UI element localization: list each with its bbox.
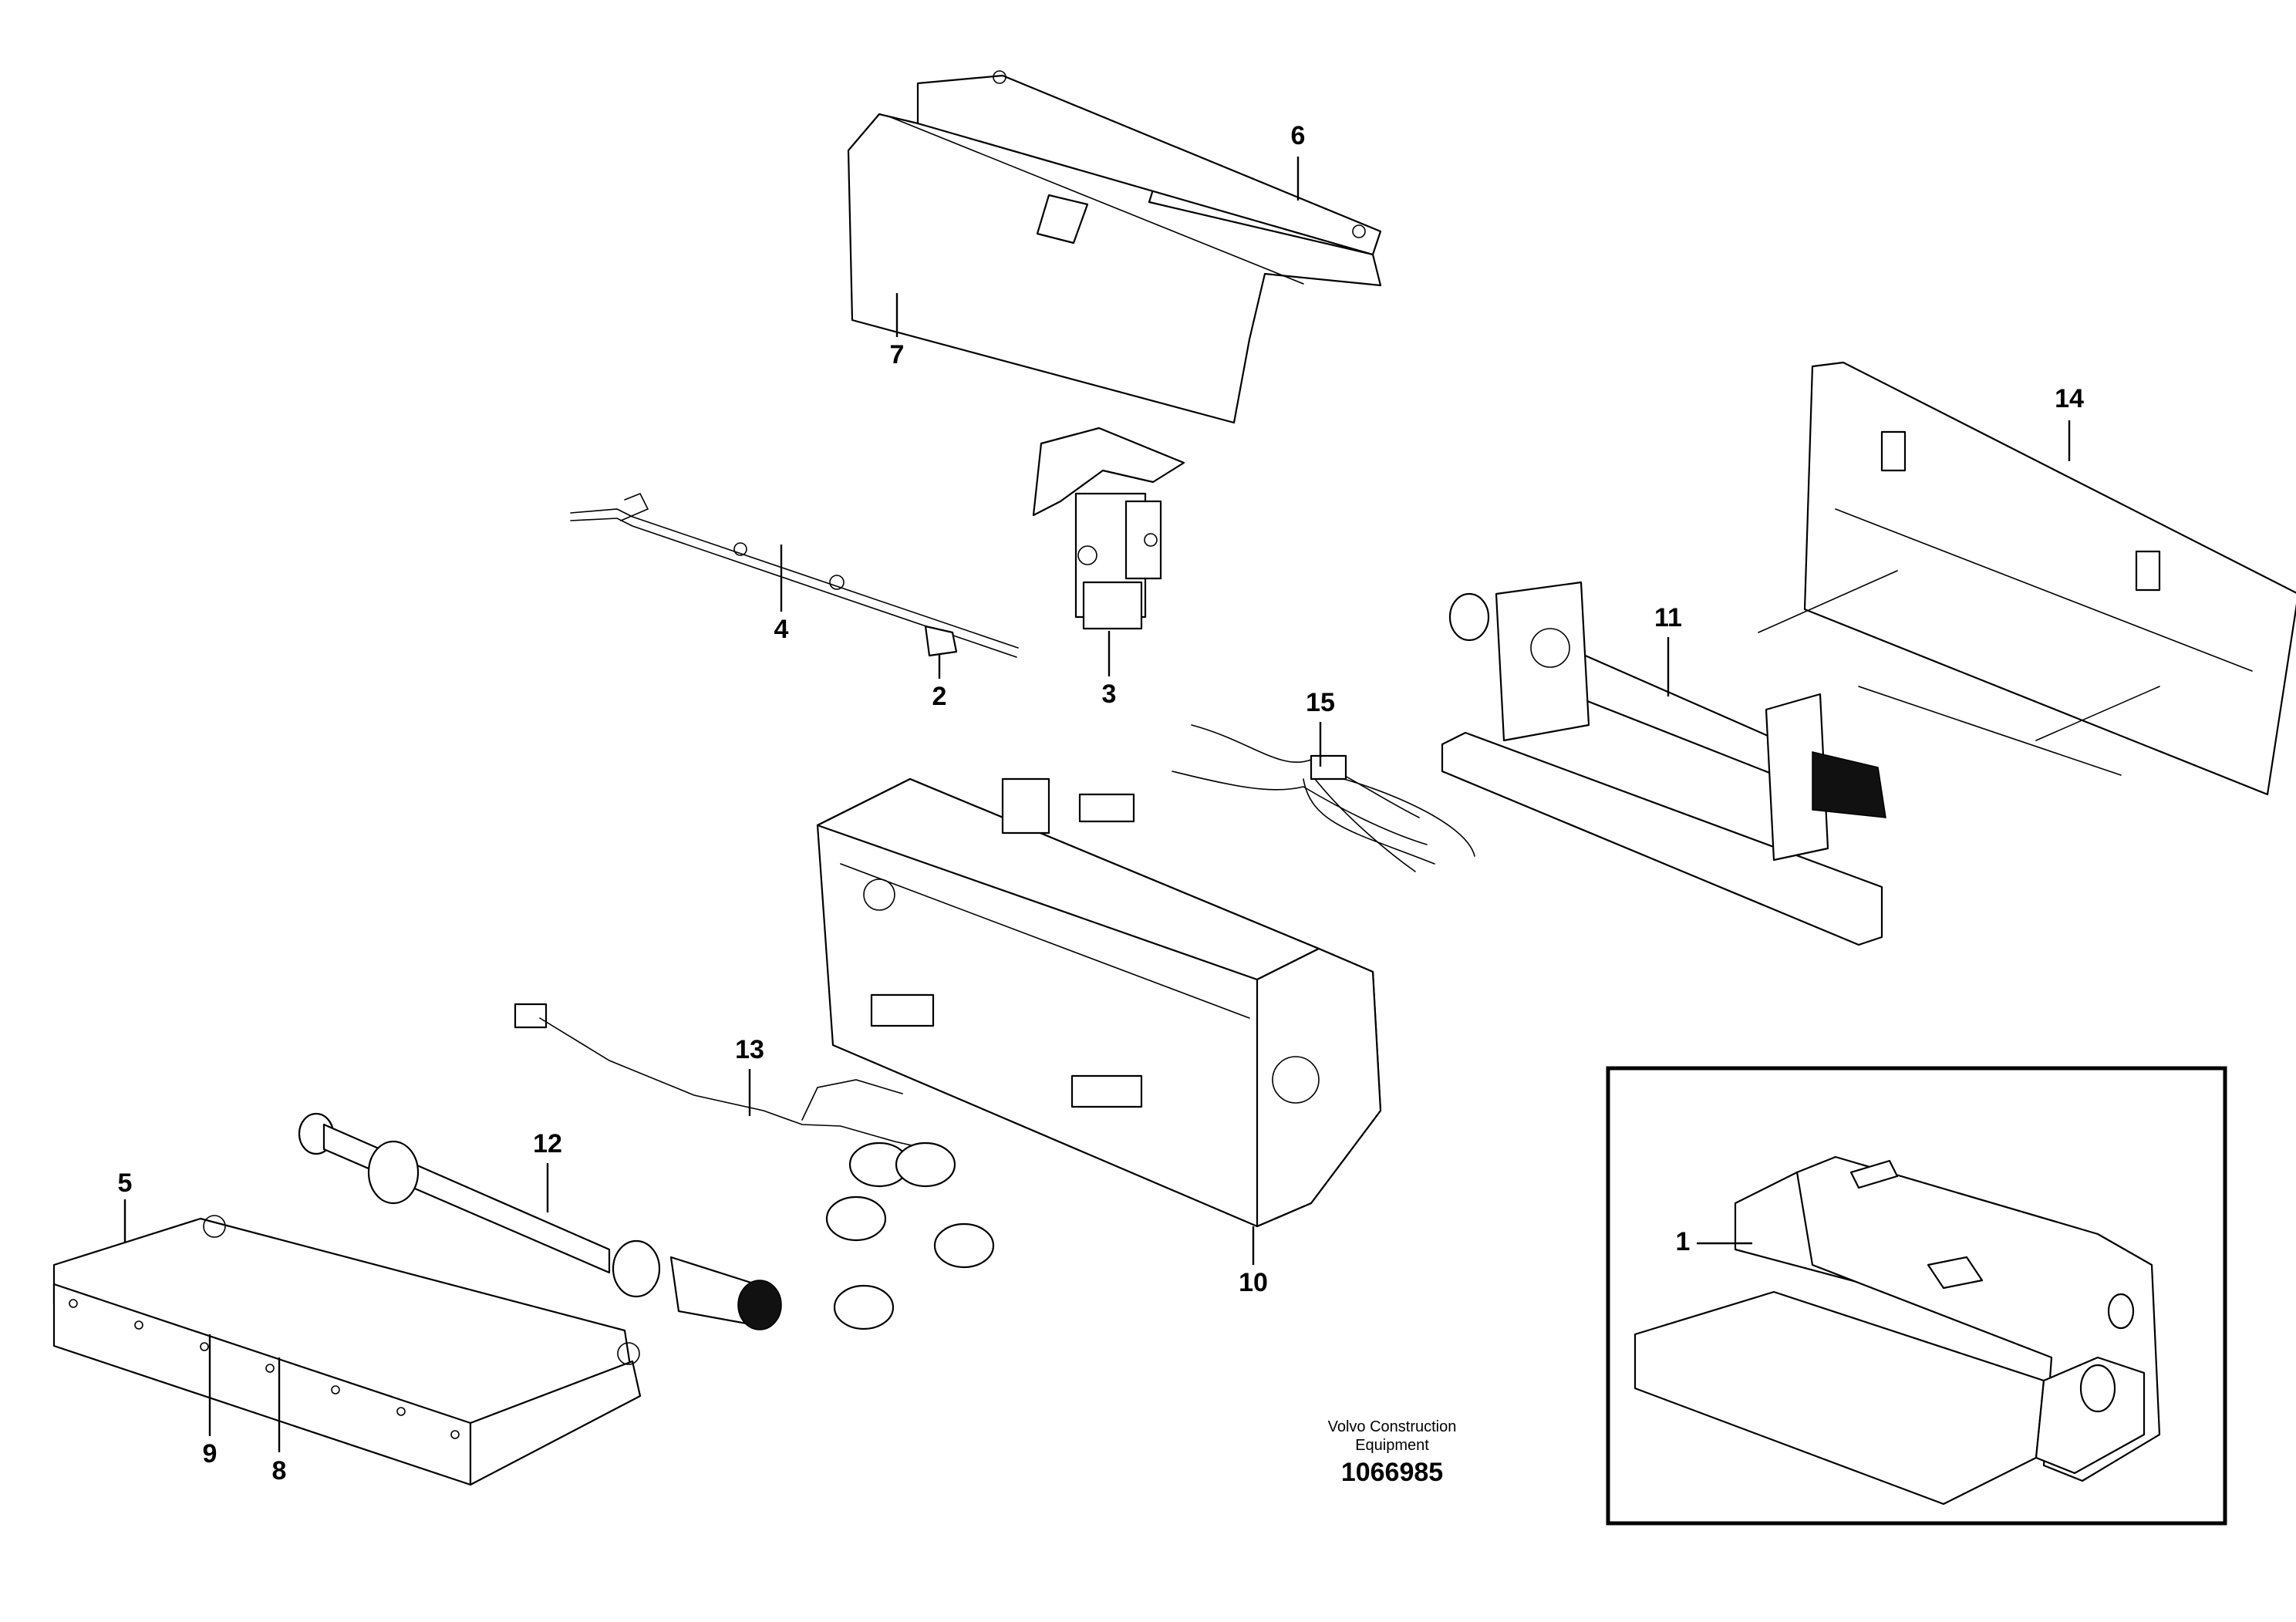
callout-4: 4 — [774, 615, 789, 644]
brand-block: Volvo Construction Equipment 1066985 — [1328, 1418, 1457, 1487]
callout-10: 10 — [1239, 1268, 1268, 1297]
callout-15: 15 — [1306, 688, 1335, 717]
part-12-shaft — [298, 1112, 782, 1330]
brand-line-1: Volvo Construction — [1328, 1418, 1457, 1435]
callout-12: 12 — [533, 1129, 562, 1158]
part-5-plate — [52, 1215, 642, 1486]
callout-13: 13 — [735, 1035, 764, 1064]
part-7-top-cover — [847, 70, 1382, 424]
part-13-cable-sensors — [514, 1003, 995, 1330]
callout-11: 11 — [1654, 603, 1682, 632]
leader-lines — [123, 157, 2071, 1452]
callout-14: 14 — [2055, 384, 2084, 413]
callout-9: 9 — [203, 1439, 217, 1469]
callout-3: 3 — [1102, 679, 1117, 709]
part-4-rod-assembly — [570, 492, 1019, 658]
document-number: 1066985 — [1341, 1458, 1443, 1487]
callout-1: 1 — [1676, 1227, 1691, 1256]
part-10-main-frame — [816, 777, 1382, 1228]
brand-line-2: Equipment — [1355, 1437, 1429, 1454]
inset-frame — [1606, 1066, 2227, 1526]
callout-5: 5 — [118, 1168, 133, 1198]
callout-labels: 1 2 3 4 5 6 7 8 9 10 11 12 13 14 15 — [118, 121, 2084, 1485]
part-3-valve-assembly — [1032, 427, 1185, 630]
part-11-drum-shaft — [1441, 581, 1886, 946]
inset-assembled-view — [1606, 1066, 2227, 1526]
part-14-side-plate — [1758, 361, 2296, 796]
callout-2: 2 — [932, 682, 947, 711]
callout-8: 8 — [272, 1456, 287, 1485]
part-15-wiring-harness — [1172, 724, 1475, 872]
callout-6: 6 — [1291, 121, 1306, 150]
callout-7: 7 — [890, 340, 905, 369]
